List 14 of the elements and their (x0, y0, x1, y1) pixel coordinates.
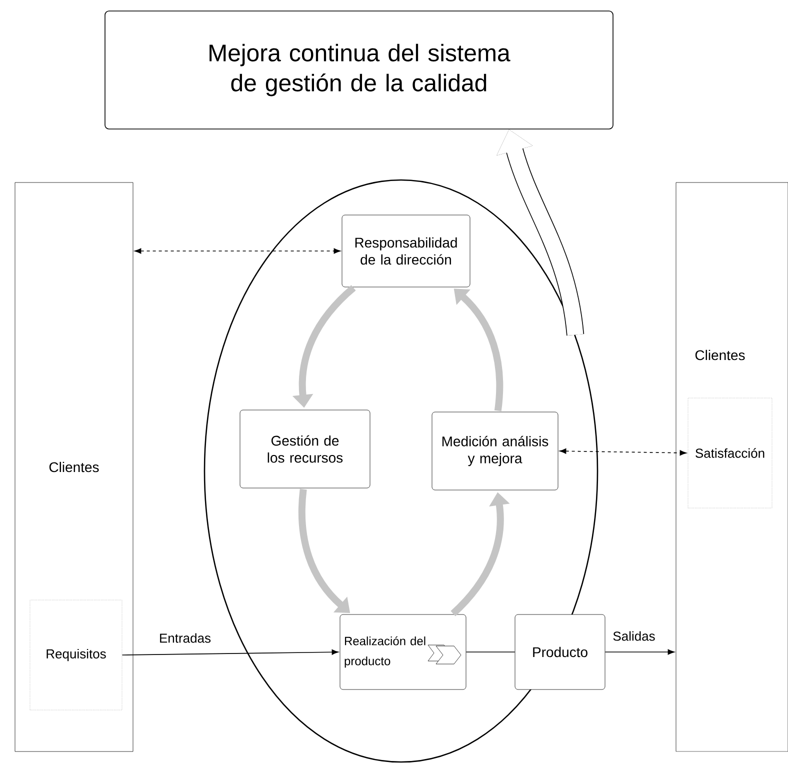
process-box: Responsabilidad de la dirección (342, 214, 470, 288)
process-box: Producto (514, 614, 606, 690)
edge-label: Salidas (612, 630, 656, 642)
title-box: Mejora continua del sistema de gestión de la calidad (104, 10, 614, 130)
process-box: Realización del producto (340, 614, 466, 690)
edge-label: Entradas (158, 632, 212, 644)
dotted-box: Requisitos (30, 600, 122, 710)
process-box: Medición análisis y mejora (432, 412, 558, 490)
process-box: Gestión de los recursos (240, 410, 370, 488)
arrow (559, 448, 687, 456)
arrow (134, 248, 341, 254)
arrow (604, 649, 675, 655)
dotted-box: Satisfacción (688, 398, 772, 508)
arrow (122, 649, 339, 656)
